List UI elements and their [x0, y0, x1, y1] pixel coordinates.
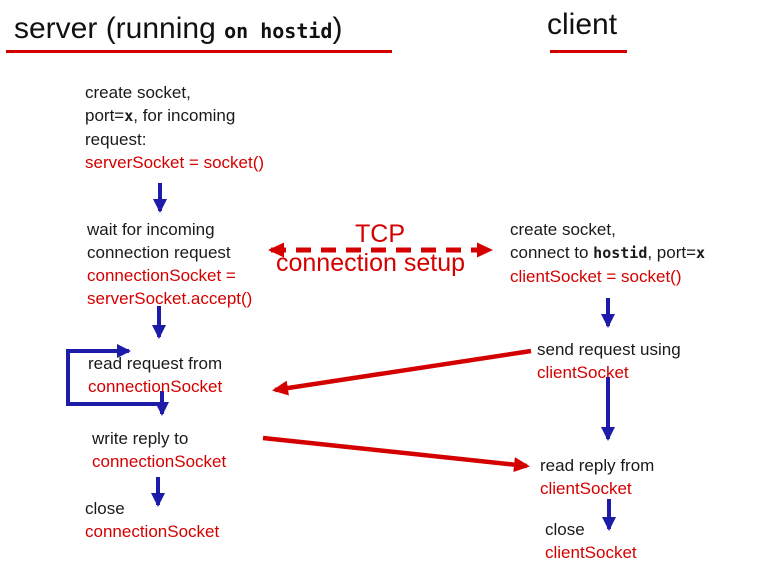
port-x-mono: x — [124, 107, 134, 125]
server-step-create-socket: create socket, port=x, for incoming requ… — [85, 81, 264, 174]
server-wait-line1: wait for incoming — [87, 220, 215, 239]
client-send-code: clientSocket — [537, 363, 629, 382]
server-heading-on: on — [224, 19, 261, 43]
server-step-create-line3: request: — [85, 130, 147, 149]
server-read-line1: read request from — [88, 354, 223, 373]
server-heading-underline — [6, 50, 392, 53]
tcp-setup-label-line1: TCP — [355, 220, 405, 248]
client-close-line1: close — [545, 520, 585, 539]
server-accept-code1: connectionSocket = — [87, 266, 236, 285]
server-heading-paren-close: ) — [332, 12, 343, 45]
server-step-write-reply: write reply to connectionSocket — [92, 427, 226, 473]
server-step-create-line1: create socket, — [85, 83, 191, 102]
client-close-code: clientSocket — [545, 543, 637, 562]
client-heading-label: client — [547, 8, 618, 41]
server-write-line1: write reply to — [92, 429, 189, 448]
client-send-line1: send request using — [537, 340, 681, 359]
reply-message-arrow — [262, 435, 530, 473]
server-step-read-request: read request from connectionSocket — [88, 352, 222, 398]
server-heading-main: server — [14, 12, 106, 45]
server-write-code: connectionSocket — [92, 452, 227, 471]
client-readreply-line1: read reply from — [540, 456, 655, 475]
server-close-code: connectionSocket — [85, 522, 220, 541]
client-step-close: close clientSocket — [545, 518, 637, 564]
server-step-create-line2: port=x, for incoming — [85, 106, 236, 125]
server-close-line1: close — [85, 499, 125, 518]
server-socket-code: serverSocket = socket() — [85, 153, 265, 172]
server-step-close: close connectionSocket — [85, 497, 219, 543]
server-read-code: connectionSocket — [88, 377, 223, 396]
client-heading: client — [547, 8, 617, 42]
tcp-setup-label-line2: connection setup — [275, 249, 466, 277]
client-create-line2: connect to hostid, port=x — [510, 243, 706, 262]
client-create-line1: create socket, — [510, 220, 616, 239]
client-socket-code: clientSocket = socket() — [510, 267, 682, 286]
server-accept-code2: serverSocket.accept() — [87, 289, 253, 308]
port-x-mono-client: x — [696, 244, 706, 262]
server-heading: server (running on hostid) — [14, 12, 342, 46]
client-step-send-request: send request using clientSocket — [537, 338, 681, 384]
server-heading-paren: (running — [105, 12, 225, 45]
client-heading-underline — [550, 50, 627, 53]
server-heading-hostid: hostid — [260, 19, 333, 43]
server-wait-line2: connection request — [87, 243, 231, 262]
request-message-arrow — [272, 348, 532, 396]
server-step-wait-accept: wait for incoming connection request con… — [87, 218, 252, 310]
client-readreply-code: clientSocket — [540, 479, 632, 498]
hostid-mono: hostid — [593, 244, 648, 262]
client-step-read-reply: read reply from clientSocket — [540, 454, 654, 500]
server-loop-arrow — [66, 344, 162, 406]
client-step-create-socket: create socket, connect to hostid, port=x… — [510, 218, 705, 288]
